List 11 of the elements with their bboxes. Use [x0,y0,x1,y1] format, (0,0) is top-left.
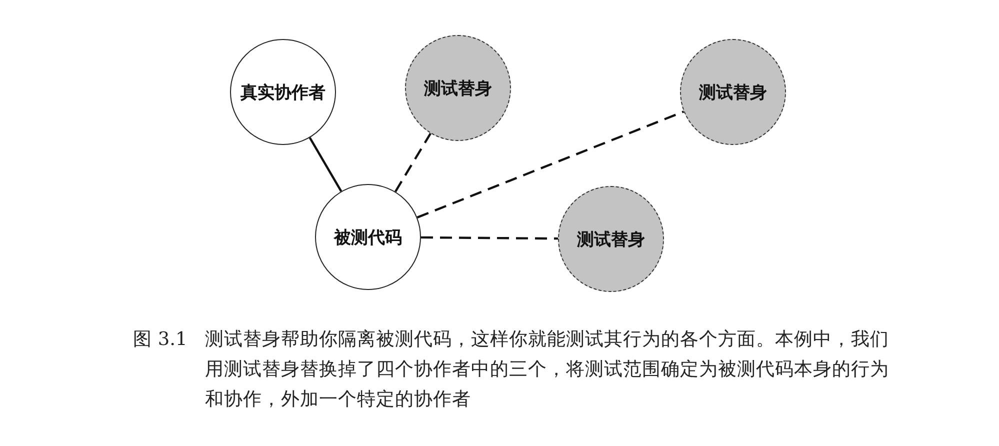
node-label: 测试替身 [699,82,767,104]
node-label: 真实协作者 [240,82,326,104]
dashed-connector [394,132,432,192]
caption: 测试替身帮助你隔离被测代码，这样你就能测试其行为的各个方面。本例中，我们用测试替身替换掉了四个协作者中的三个，将测试范围确定为被测代码本身的行为和协作，外加一个特定的协作者 [205,328,890,412]
connector [308,137,342,192]
figure-number: 图 3.1 [133,328,188,352]
node-label: 测试替身 [577,228,645,250]
node-label: 测试替身 [424,78,492,100]
node-label: 被测代码 [334,226,402,248]
dashed-connector [420,236,558,240]
dashed-connector [416,110,684,218]
